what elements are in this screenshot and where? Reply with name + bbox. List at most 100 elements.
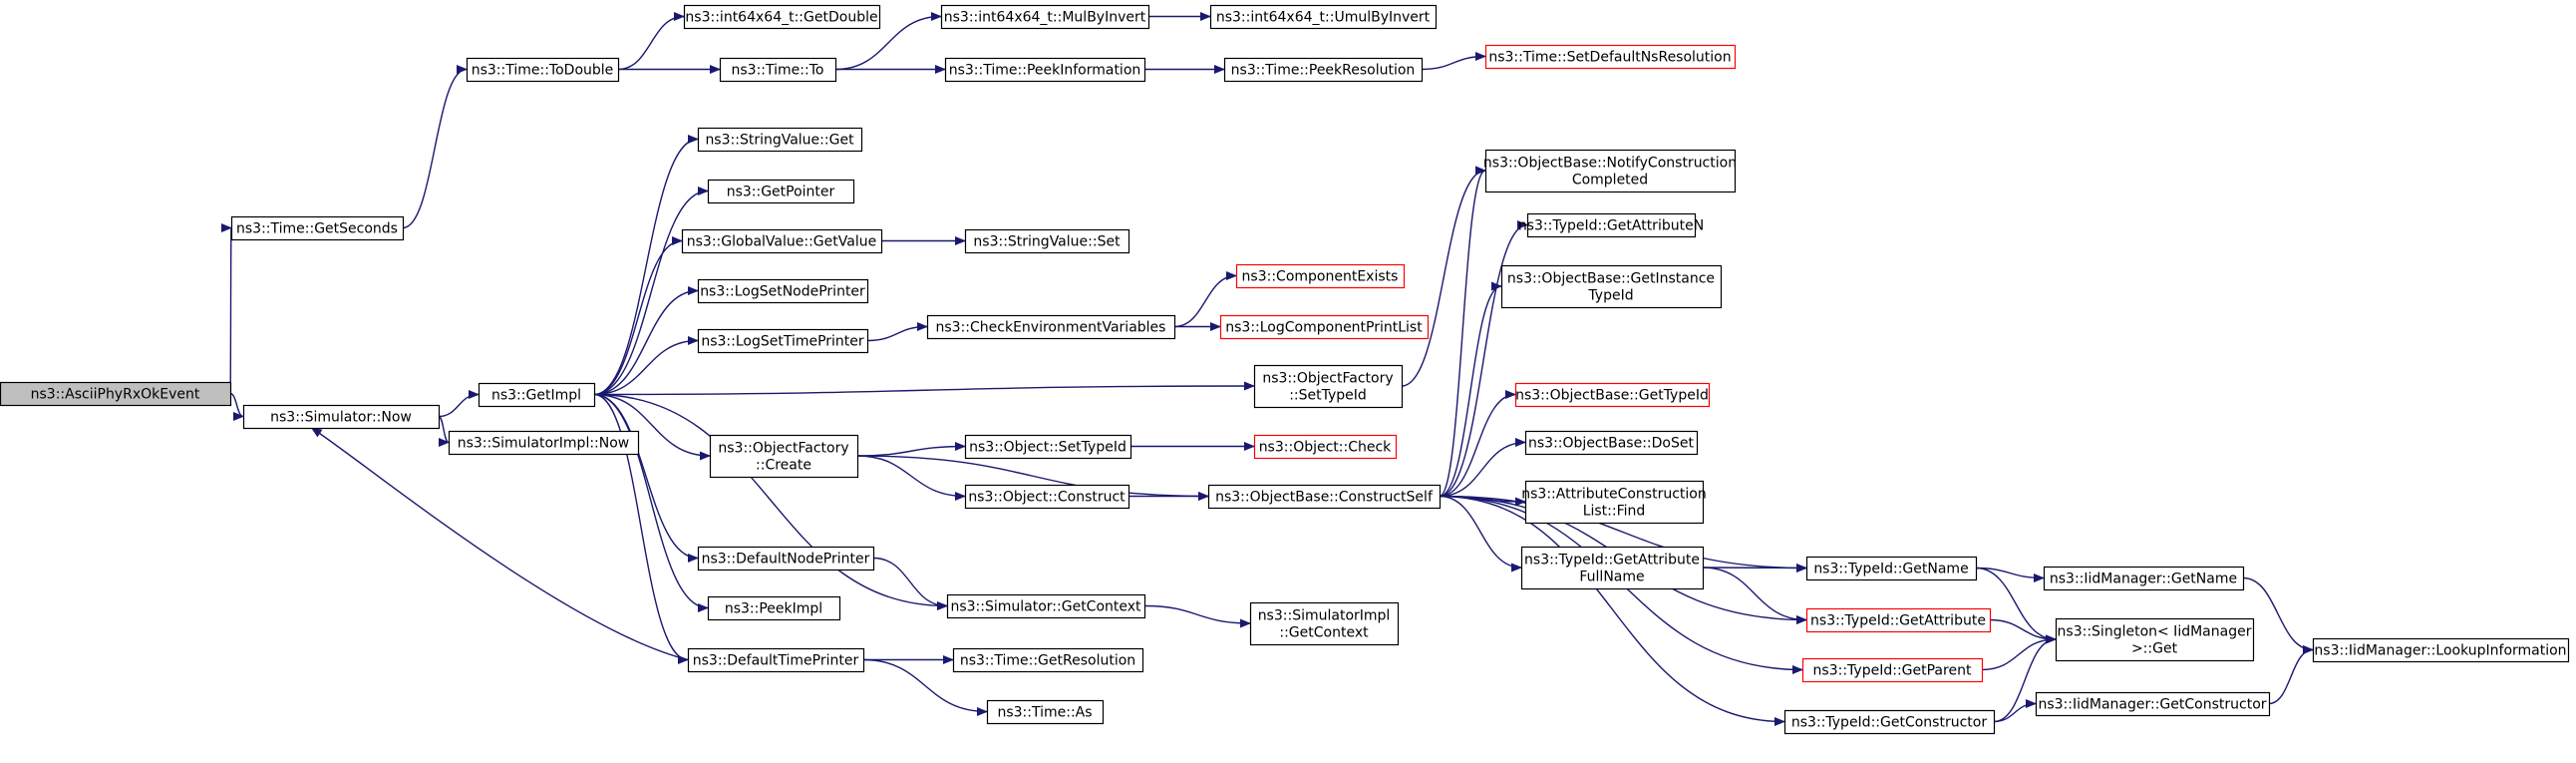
edge-n9-n10	[1421, 52, 1487, 71]
node-ns3-simulator-getcontext[interactable]: ns3::Simulator::GetContext	[946, 593, 1146, 619]
node-label: ns3::AttributeConstruction	[1521, 487, 1706, 503]
node-label: Completed	[1572, 173, 1648, 189]
edge-n27-n28	[1439, 166, 1487, 498]
node-label: ns3::StringValue::Get	[705, 133, 854, 149]
node-ns3-objectbase-doset[interactable]: ns3::ObjectBase::DoSet	[1524, 430, 1699, 456]
node-ns3-time-getresolution[interactable]: ns3::Time::GetResolution	[952, 647, 1144, 673]
node-ns3-objectbase-notifyconstructioncompleted[interactable]: ns3::ObjectBase::NotifyConstructionCompl…	[1483, 149, 1737, 193]
edge-n40-n37	[1981, 634, 2058, 671]
edge-n41-n42	[1993, 699, 2038, 723]
node-ns3-defaultnodeprinter[interactable]: ns3::DefaultNodePrinter	[697, 546, 875, 572]
node-label: ns3::TypeId::GetAttribute	[1810, 613, 1986, 629]
node-ns3-objectbase-constructself[interactable]: ns3::ObjectBase::ConstructSelf	[1207, 484, 1442, 510]
node-label: ::GetContext	[1279, 625, 1369, 641]
node-label: ns3::LogSetNodePrinter	[700, 284, 865, 300]
node-ns3-logcomponentprintlist[interactable]: ns3::LogComponentPrintList	[1219, 314, 1430, 340]
node-label: FullName	[1579, 570, 1644, 585]
node-label: ns3::Time::GetResolution	[960, 653, 1135, 669]
node-ns3-checkenvironmentvariables[interactable]: ns3::CheckEnvironmentVariables	[926, 314, 1176, 340]
node-ns3-simulatorimpl-getcontext[interactable]: ns3::SimulatorImpl::GetContext	[1249, 601, 1400, 646]
node-ns3-int64x64-t-mulbyinvert[interactable]: ns3::int64x64_t::MulByInvert	[940, 4, 1150, 30]
node-label: ns3::ObjectBase::ConstructSelf	[1215, 490, 1434, 506]
node-label: ns3::CheckEnvironmentVariables	[936, 320, 1166, 336]
node-ns3-iidmanager-getname[interactable]: ns3::IidManager::GetName	[2043, 566, 2245, 591]
node-ns3-defaulttimeprinter[interactable]: ns3::DefaultTimePrinter	[687, 647, 865, 673]
node-ns3-time-setdefaultnsresolution[interactable]: ns3::Time::SetDefaultNsResolution	[1484, 44, 1737, 70]
node-ns3-typeid-getattributen[interactable]: ns3::TypeId::GetAttributeN	[1518, 212, 1704, 238]
node-ns3-int64x64-t-umulbyinvert[interactable]: ns3::int64x64_t::UmulByInvert	[1209, 4, 1438, 30]
edge-n11-n22	[593, 381, 1256, 396]
node-label: ns3::Time::PeekResolution	[1231, 63, 1416, 79]
node-ns3-time-peekresolution[interactable]: ns3::Time::PeekResolution	[1223, 57, 1424, 83]
node-ns3-typeid-getconstructor[interactable]: ns3::TypeId::GetConstructor	[1783, 709, 1996, 735]
node-label: ns3::IidManager::GetName	[2050, 572, 2237, 587]
edge-n11-n44	[593, 393, 949, 610]
node-ns3-objectfactory-create[interactable]: ns3::ObjectFactory::Create	[709, 434, 859, 479]
node-ns3-peekimpl[interactable]: ns3::PeekImpl	[707, 595, 841, 621]
edge-n0-n1	[220, 226, 233, 395]
node-ns3-getimpl[interactable]: ns3::GetImpl	[478, 382, 596, 408]
node-label: ns3::ObjectFactory	[1262, 371, 1393, 387]
node-label: ns3::ObjectFactory	[718, 441, 848, 457]
node-label: ns3::Simulator::GetContext	[950, 599, 1141, 615]
node-ns3-time-getseconds[interactable]: ns3::Time::GetSeconds	[230, 215, 405, 241]
node-ns3-iidmanager-lookupinformation[interactable]: ns3::IidManager::LookupInformation	[2312, 637, 2570, 663]
node-ns3-object-construct[interactable]: ns3::Object::Construct	[964, 484, 1130, 510]
node-label: ns3::IidManager::LookupInformation	[2314, 643, 2566, 659]
node-ns3-objectfactory-settypeid[interactable]: ns3::ObjectFactory::SetTypeId	[1253, 364, 1404, 409]
node-label: ns3::Time::SetDefaultNsResolution	[1488, 50, 1731, 66]
node-ns3-int64x64-t-getdouble[interactable]: ns3::int64x64_t::GetDouble	[683, 4, 881, 30]
node-label: ns3::Time::As	[997, 705, 1092, 721]
node-ns3-simulatorimpl-now[interactable]: ns3::SimulatorImpl::Now	[448, 430, 640, 456]
edge-n27-n31	[1439, 390, 1517, 498]
edge-n11-n13	[593, 135, 700, 396]
node-ns3-getpointer[interactable]: ns3::GetPointer	[707, 179, 855, 204]
node-ns3-stringvalue-set[interactable]: ns3::StringValue::Set	[964, 228, 1130, 254]
edge-n27-n29	[1439, 220, 1529, 498]
edge-n42-n38	[2268, 645, 2315, 705]
node-ns3-logsetnodeprinter[interactable]: ns3::LogSetNodePrinter	[697, 278, 869, 304]
node-label: ns3::ComponentExists	[1242, 269, 1399, 285]
node-label: TypeId	[1587, 288, 1633, 304]
node-ns3-globalvalue-getvalue[interactable]: ns3::GlobalValue::GetValue	[681, 228, 883, 254]
node-ns3-typeid-getattribute[interactable]: ns3::TypeId::GetAttribute	[1805, 607, 1992, 633]
node-ns3-time-todouble[interactable]: ns3::Time::ToDouble	[466, 57, 620, 83]
node-ns3-logsettimeprinter[interactable]: ns3::LogSetTimePrinter	[697, 328, 869, 354]
node-ns3-objectbase-gettypeid[interactable]: ns3::ObjectBase::GetTypeId	[1514, 382, 1711, 408]
node-ns3-object-settypeid[interactable]: ns3::Object::SetTypeId	[964, 434, 1132, 460]
edge-n36-n38	[2242, 576, 2315, 654]
node-label: ns3::Time::ToDouble	[472, 63, 614, 79]
edge-n35-n36	[1975, 567, 2046, 582]
edge-n11-n46	[593, 393, 710, 612]
node-ns3-componentexists[interactable]: ns3::ComponentExists	[1235, 263, 1406, 289]
node-label: ns3::IidManager::GetConstructor	[2038, 697, 2266, 713]
node-ns3-typeid-getparent[interactable]: ns3::TypeId::GetParent	[1801, 657, 1984, 683]
node-label: ns3::int64x64_t::GetDouble	[685, 10, 877, 26]
node-label: ns3::Object::SetTypeId	[969, 440, 1127, 456]
node-ns3-time-to[interactable]: ns3::Time::To	[719, 57, 837, 83]
node-ns3-time-as[interactable]: ns3::Time::As	[986, 699, 1105, 725]
edge-n27-n32	[1439, 438, 1527, 498]
node-ns3-object-check[interactable]: ns3::Object::Check	[1253, 434, 1398, 460]
nodes-layer: ns3::AsciiPhyRxOkEvent ns3::Time::GetSeco…	[0, 4, 2570, 735]
edge-n0-n2	[229, 392, 245, 421]
edges-layer	[220, 12, 2315, 726]
node-ns3-singleton-iidmanager-get[interactable]: ns3::Singleton< IidManager>::Get	[2055, 617, 2255, 662]
node-ns3-iidmanager-getconstructor[interactable]: ns3::IidManager::GetConstructor	[2035, 691, 2271, 717]
edge-n35-n37	[1975, 567, 2058, 644]
node-ns3-typeid-getname[interactable]: ns3::TypeId::GetName	[1805, 556, 1978, 581]
node-label: ns3::GetPointer	[727, 185, 835, 200]
node-label: ns3::ObjectBase::DoSet	[1528, 436, 1694, 452]
node-ns3-asciiphyrxokevent[interactable]: ns3::AsciiPhyRxOkEvent	[0, 381, 232, 407]
node-label: ns3::PeekImpl	[725, 601, 822, 617]
node-ns3-time-peekinformation[interactable]: ns3::Time::PeekInformation	[944, 57, 1146, 83]
node-label: ns3::Singleton< IidManager	[2058, 624, 2252, 640]
edge-n22-n28	[1401, 166, 1487, 387]
edge-n44-n45	[1143, 604, 1252, 628]
node-ns3-simulator-now[interactable]: ns3::Simulator::Now	[242, 404, 441, 430]
node-label: ns3::TypeId::GetConstructor	[1791, 715, 1987, 731]
node-ns3-stringvalue-get[interactable]: ns3::StringValue::Get	[697, 127, 863, 153]
